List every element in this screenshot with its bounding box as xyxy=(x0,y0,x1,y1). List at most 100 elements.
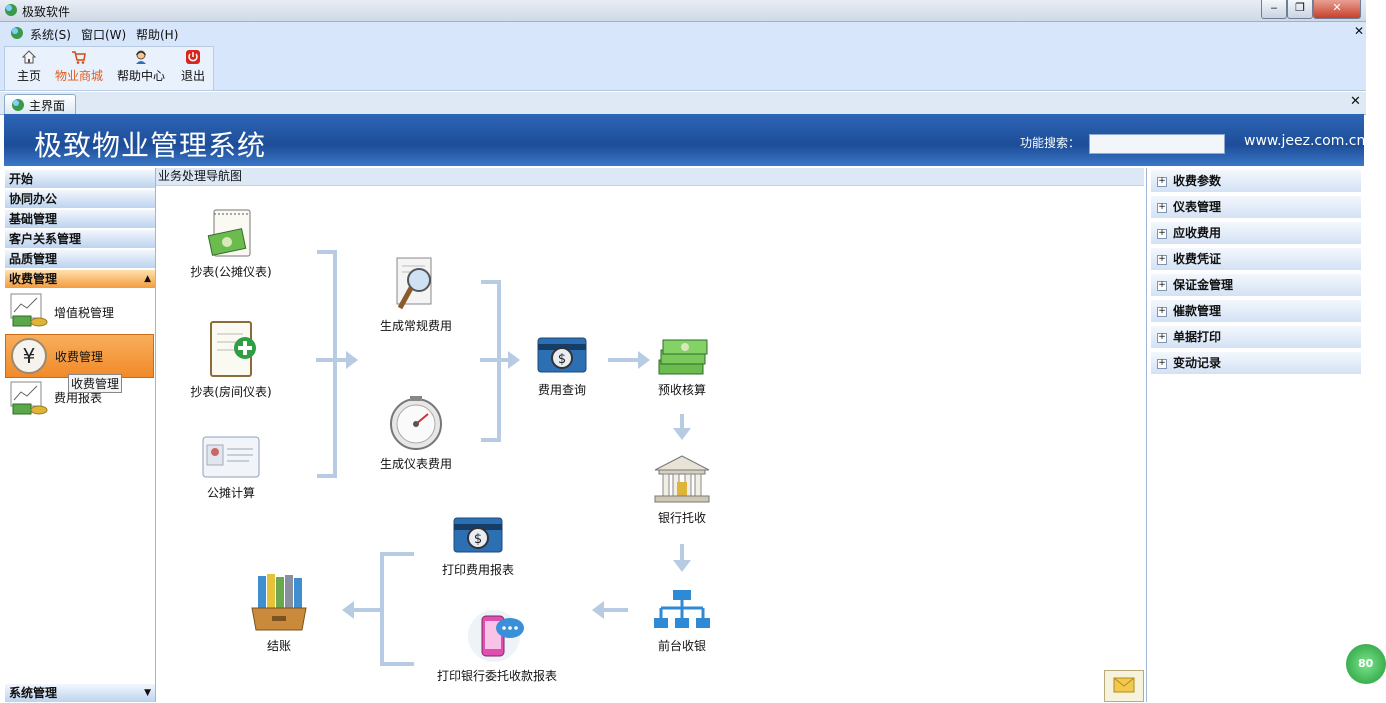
node-prepay-check[interactable]: 预收核算 xyxy=(640,334,724,398)
connector-line xyxy=(481,280,499,284)
svg-text:$: $ xyxy=(474,532,482,547)
svg-text:¥: ¥ xyxy=(23,344,36,368)
arrow-right-icon xyxy=(316,358,348,362)
expand-icon: + xyxy=(1157,305,1167,317)
system-title: 极致物业管理系统 xyxy=(34,129,267,162)
connector-line xyxy=(317,250,335,254)
window-title: 极致软件 xyxy=(22,5,71,19)
floating-badge[interactable]: 80 xyxy=(1346,644,1386,684)
menu-bar: 系统(S) 窗口(W) 帮助(H) ✕ xyxy=(0,22,1366,44)
message-button[interactable] xyxy=(1104,670,1144,702)
node-meter-room[interactable]: 抄表(房间仪表) xyxy=(176,320,286,400)
node-meter-public[interactable]: 抄表(公摊仪表) xyxy=(176,208,286,280)
tooltip: 收费管理 xyxy=(68,374,123,393)
notebook-money-icon xyxy=(207,209,251,257)
node-meter-public-label: 抄表(公摊仪表) xyxy=(190,265,272,279)
app-banner: 极致物业管理系统 功能搜索： www.jeez.com.cn xyxy=(4,114,1366,166)
card-search-icon: $ xyxy=(453,517,503,553)
right-nav-item[interactable]: +单据打印 xyxy=(1151,326,1361,349)
node-fee-query[interactable]: $ 费用查询 xyxy=(520,334,604,398)
node-close-account[interactable]: 结账 xyxy=(242,572,316,654)
card-search-icon: $ xyxy=(537,337,587,373)
menu-help[interactable]: 帮助(H) xyxy=(136,28,179,42)
main-panel-header: 业务处理导航图 xyxy=(156,168,1144,186)
node-meter-room-label: 抄表(房间仪表) xyxy=(190,385,272,399)
expand-icon: + xyxy=(1157,357,1167,369)
nav-category-basic[interactable]: 基础管理 xyxy=(5,210,155,229)
node-print-fee[interactable]: $ 打印费用报表 xyxy=(428,514,528,578)
node-front-cash[interactable]: 前台收银 xyxy=(640,588,724,654)
gauge-icon xyxy=(390,396,442,450)
scroll-up-icon[interactable]: ▲ xyxy=(144,274,151,284)
menu-system[interactable]: 系统(S) xyxy=(30,28,71,42)
arrow-left-icon xyxy=(604,608,628,612)
toolbar-exit-button[interactable]: 退出 xyxy=(169,49,217,84)
connector-line xyxy=(380,552,414,556)
envelope-icon xyxy=(1113,677,1135,693)
node-print-fee-label: 打印费用报表 xyxy=(441,563,514,577)
minimize-button[interactable]: ‒ xyxy=(1261,0,1287,19)
right-nav-item[interactable]: +变动记录 xyxy=(1151,352,1361,375)
tab-close-icon[interactable]: ✕ xyxy=(1350,94,1361,109)
expand-icon: + xyxy=(1157,279,1167,291)
arrow-left-icon xyxy=(354,608,382,612)
nav-category-collab[interactable]: 协同办公 xyxy=(5,190,155,209)
app-logo-icon xyxy=(5,4,17,16)
nav-item-vat[interactable]: 增值税管理 xyxy=(5,290,155,332)
right-nav-item[interactable]: +催款管理 xyxy=(1151,300,1361,323)
chart-money-icon xyxy=(10,293,48,327)
nav-item-billing[interactable]: ¥ 收费管理 xyxy=(5,334,154,378)
arrow-right-icon xyxy=(346,351,358,369)
arrow-down-icon xyxy=(673,428,691,440)
nav-item-fee-report[interactable]: 费用报表 xyxy=(5,378,155,420)
scroll-down-icon[interactable]: ▼ xyxy=(144,688,151,698)
binders-icon xyxy=(251,574,307,631)
node-gen-meter-label: 生成仪表费用 xyxy=(379,457,452,471)
toolbar-home-button[interactable]: 主页 xyxy=(5,49,53,84)
nav-category-billing-label: 收费管理 xyxy=(9,272,58,286)
main-panel: 业务处理导航图 抄表(公摊仪表) 抄表(房间仪表) 公摊计算 生成常规费用 生成… xyxy=(156,168,1144,702)
toolbar-help-center-label: 帮助中心 xyxy=(117,69,166,83)
node-gen-regular[interactable]: 生成常规费用 xyxy=(366,256,466,334)
nav-category-start[interactable]: 开始 xyxy=(5,170,155,189)
node-share-calc[interactable]: 公摊计算 xyxy=(176,433,286,501)
node-prepay-check-label: 预收核算 xyxy=(657,383,706,397)
id-card-icon xyxy=(202,436,260,478)
node-bank-collect[interactable]: 银行托收 xyxy=(640,454,724,526)
cart-icon xyxy=(72,51,86,64)
tab-bar: 主界面 ✕ xyxy=(0,92,1366,115)
arrow-left-icon xyxy=(342,601,354,619)
node-gen-meter[interactable]: 生成仪表费用 xyxy=(366,394,466,472)
website-url[interactable]: www.jeez.com.cn xyxy=(1244,133,1366,149)
menubar-close-icon[interactable]: ✕ xyxy=(1354,24,1365,38)
arrow-right-icon xyxy=(480,358,510,362)
node-bank-collect-label: 银行托收 xyxy=(657,511,706,525)
expand-icon: + xyxy=(1157,175,1167,187)
maximize-button[interactable]: ❐ xyxy=(1287,0,1313,19)
arrow-right-icon xyxy=(638,351,650,369)
right-nav-item[interactable]: +保证金管理 xyxy=(1151,274,1361,297)
toolbar-exit-label: 退出 xyxy=(180,69,205,83)
right-nav-item[interactable]: +仪表管理 xyxy=(1151,196,1361,219)
node-fee-query-label: 费用查询 xyxy=(537,383,586,397)
connector-line xyxy=(380,552,384,666)
close-button[interactable]: ✕ xyxy=(1313,0,1361,19)
connector-line xyxy=(380,662,414,666)
toolbar-group: 主页 物业商城 帮助中心 退出 xyxy=(4,46,214,91)
nav-category-billing[interactable]: 收费管理 ▲ xyxy=(5,270,155,289)
power-icon xyxy=(186,50,200,64)
nav-category-quality[interactable]: 品质管理 xyxy=(5,250,155,269)
right-nav-item[interactable]: +收费参数 xyxy=(1151,170,1361,193)
right-nav-item[interactable]: +应收费用 xyxy=(1151,222,1361,245)
function-search-input[interactable] xyxy=(1089,134,1225,154)
node-print-bank[interactable]: 打印银行委托收款报表 xyxy=(418,608,576,684)
nav-item-billing-label: 收费管理 xyxy=(55,350,104,364)
nav-category-crm[interactable]: 客户关系管理 xyxy=(5,230,155,249)
toolbar-mall-button[interactable]: 物业商城 xyxy=(55,49,103,84)
menu-window[interactable]: 窗口(W) xyxy=(81,28,127,42)
nav-category-system[interactable]: 系统管理 ▼ xyxy=(5,684,155,703)
arrow-down-icon xyxy=(673,560,691,572)
right-nav-item[interactable]: +收费凭证 xyxy=(1151,248,1361,271)
tab-main[interactable]: 主界面 xyxy=(4,94,76,115)
toolbar-help-center-button[interactable]: 帮助中心 xyxy=(117,49,165,84)
